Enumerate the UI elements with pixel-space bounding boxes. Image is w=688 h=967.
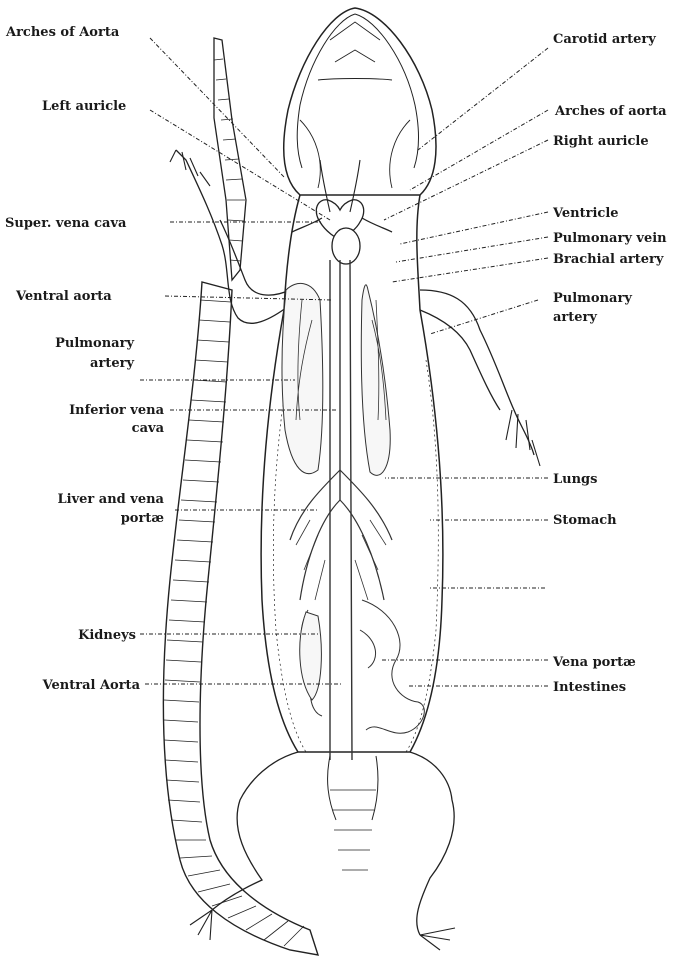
label-ventricle: Ventricle: [552, 206, 619, 221]
label-stomach: Stomach: [553, 513, 617, 528]
leader-ventricle: [400, 212, 548, 244]
lungs: [282, 283, 390, 475]
label-vena-portae: Vena portæ: [552, 655, 636, 670]
label-pulmonary-vein: Pulmonary vein: [553, 231, 667, 246]
leader-carotid: [418, 48, 548, 150]
leader-brachial: [392, 258, 548, 282]
label-kidneys: Kidneys: [78, 628, 136, 643]
label-carotid-artery: Carotid artery: [553, 32, 656, 47]
label-inferior-vena-cava-line1: Inferior vena: [69, 403, 165, 418]
label-pulmonary-artery-left-line1: Pulmonary: [55, 336, 134, 351]
label-inferior-vena-cava-line2: cava: [132, 421, 165, 436]
right-labels: Carotid artery Arches of aorta Right aur…: [552, 32, 667, 695]
left-labels: Arches of Aorta Left auricle Super. vena…: [5, 25, 165, 693]
label-lungs: Lungs: [553, 472, 597, 487]
label-ventral-aorta: Ventral aorta: [15, 289, 112, 304]
leader-arches-left: [150, 38, 285, 178]
lizard-illustration: [163, 8, 540, 955]
label-pulmonary-artery-left-line2: artery: [90, 356, 134, 371]
label-liver-line1: Liver and vena: [58, 492, 165, 507]
label-liver-line2: portæ: [121, 511, 165, 526]
leader-pulmonary-artery-right: [430, 300, 538, 334]
label-right-auricle: Right auricle: [553, 134, 649, 149]
label-brachial-artery: Brachial artery: [553, 252, 664, 267]
label-super-vena-cava: Super. vena cava: [5, 216, 127, 231]
head: [284, 8, 436, 195]
label-arches-of-aorta-left: Arches of Aorta: [5, 25, 120, 40]
label-intestines: Intestines: [553, 680, 626, 695]
leader-pulmonary-vein: [396, 237, 548, 262]
label-left-auricle: Left auricle: [42, 99, 126, 114]
intestines: [300, 600, 425, 733]
label-pulmonary-artery-right-line2: artery: [553, 310, 597, 325]
label-pulmonary-artery-right-line1: Pulmonary: [553, 291, 632, 306]
label-arches-of-aorta-right: Arches of aorta: [554, 104, 667, 119]
hind-legs: [190, 752, 455, 950]
label-ventral-aorta-lower: Ventral Aorta: [42, 678, 141, 693]
